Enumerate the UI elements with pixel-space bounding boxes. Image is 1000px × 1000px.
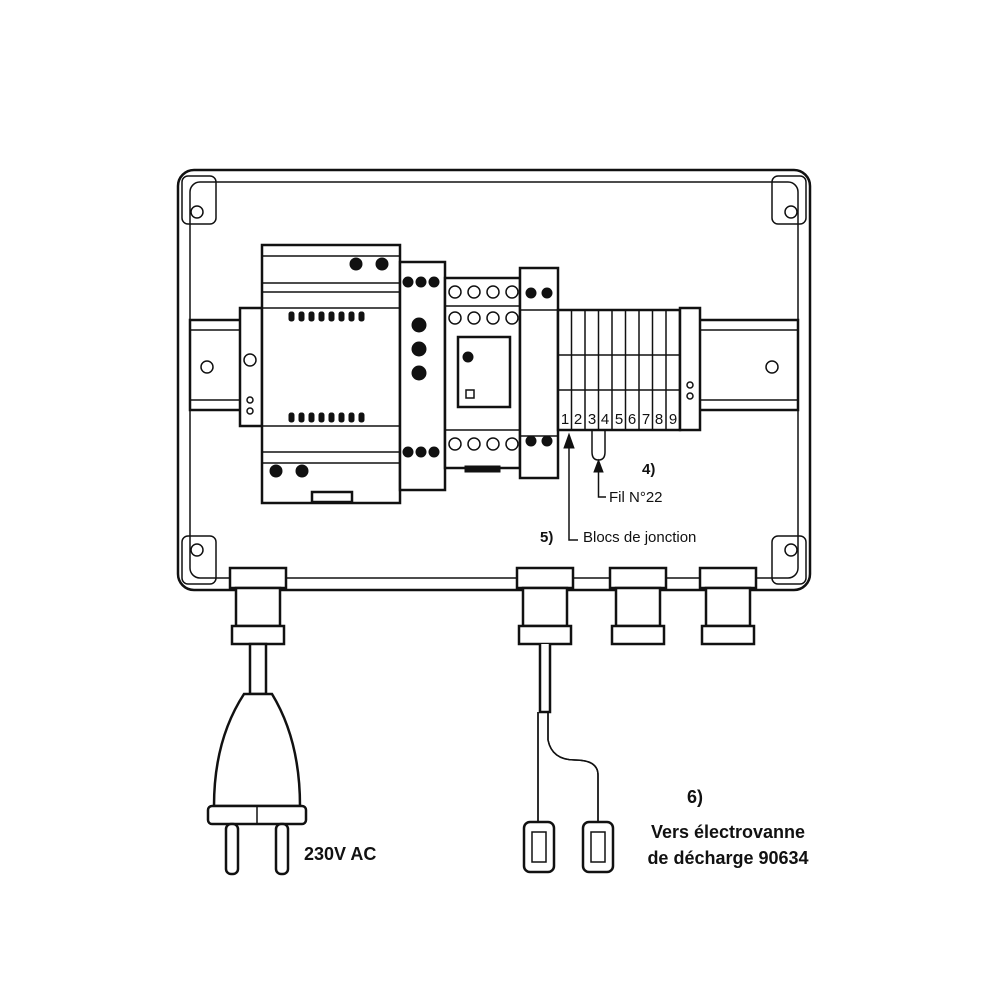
cable-gland [515, 566, 575, 646]
power-label: 230V AC [304, 844, 376, 864]
valve-cable [522, 644, 615, 874]
cable-gland [608, 566, 668, 646]
terminal-number: 9 [669, 411, 677, 428]
fuse-module [518, 266, 560, 480]
callout-4-number: 4) [642, 461, 655, 478]
callout-6-line1: Vers électrovanne [651, 822, 805, 842]
callout-5-number: 5) [540, 529, 553, 546]
terminal-number: 4 [601, 411, 609, 428]
cable-gland [698, 566, 758, 646]
cable-glands [228, 566, 758, 646]
junction-terminal-block: 1 2 3 4 5 6 7 8 9 [556, 306, 702, 432]
terminal-number: 3 [588, 411, 596, 428]
power-supply-module [238, 243, 402, 505]
terminal-number: 2 [574, 411, 582, 428]
terminal-number: 5 [615, 411, 623, 428]
wire-jumper [563, 430, 606, 541]
callout-6-number: 6) [687, 787, 703, 807]
callout-4-label: Fil N°22 [609, 489, 663, 506]
terminal-numbers: 1 2 3 4 5 6 7 8 9 [561, 411, 677, 428]
cable-gland [228, 566, 288, 646]
terminal-number: 8 [655, 411, 663, 428]
callout-5-label: Blocs de jonction [583, 529, 696, 546]
callout-6-line2: de décharge 90634 [647, 848, 808, 868]
relay-module [443, 276, 522, 473]
control-module [398, 260, 447, 492]
power-plug [206, 642, 308, 876]
terminal-number: 6 [628, 411, 636, 428]
terminal-number: 1 [561, 411, 569, 428]
terminal-number: 7 [642, 411, 650, 428]
